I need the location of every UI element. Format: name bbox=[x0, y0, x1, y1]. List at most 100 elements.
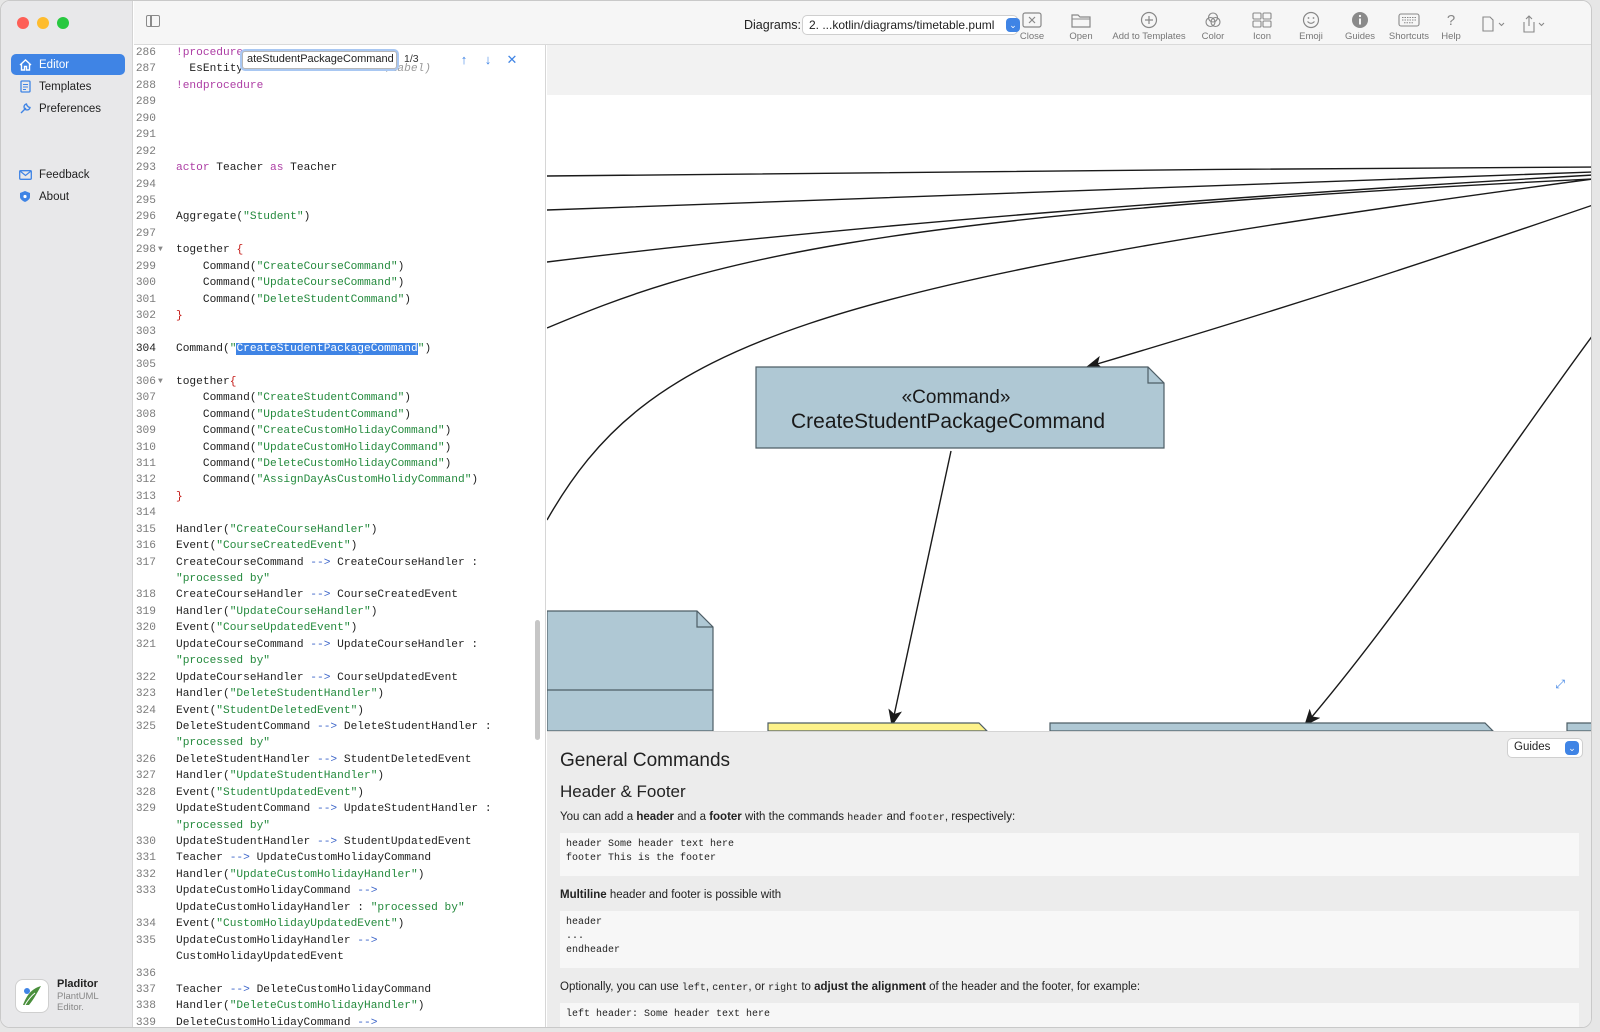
code-line[interactable]: 297 bbox=[134, 226, 545, 242]
code-line[interactable]: 300 Command("UpdateCourseCommand") bbox=[134, 275, 545, 291]
close-window-button[interactable] bbox=[17, 17, 29, 29]
icon-button[interactable]: Icon bbox=[1234, 9, 1290, 42]
window-controls bbox=[17, 17, 69, 29]
fold-toggle-icon[interactable]: ▼ bbox=[158, 376, 163, 386]
code-line[interactable]: 287 EsEntity$label) bbox=[134, 61, 545, 77]
help-button[interactable]: ? Help bbox=[1426, 9, 1476, 43]
code-line[interactable]: "processed by" bbox=[134, 735, 545, 751]
code-line[interactable]: 306▼together{ bbox=[134, 374, 545, 390]
line-number: 301 bbox=[135, 293, 156, 306]
code-line[interactable]: 313} bbox=[134, 489, 545, 505]
code-line[interactable]: 305 bbox=[134, 357, 545, 373]
code-line[interactable]: 311 Command("DeleteCustomHolidayCommand"… bbox=[134, 456, 545, 472]
share-button[interactable] bbox=[1514, 13, 1554, 35]
code-line[interactable]: 291 bbox=[134, 127, 545, 143]
code-line[interactable]: UpdateCustomHolidayHandler : "processed … bbox=[134, 900, 545, 916]
command-node-partial[interactable] bbox=[1049, 722, 1494, 731]
code-line[interactable]: 289 bbox=[134, 94, 545, 110]
aggregate-node[interactable] bbox=[547, 610, 714, 731]
code-line[interactable]: CustomHolidayUpdatedEvent bbox=[134, 949, 545, 965]
editor-scrollbar[interactable] bbox=[535, 620, 540, 740]
shortcuts-button[interactable]: Shortcuts bbox=[1381, 9, 1437, 42]
find-input[interactable]: ateStudentPackageCommand bbox=[242, 51, 397, 69]
sidebar-item-preferences[interactable]: Preferences bbox=[11, 98, 125, 119]
close-button[interactable]: Close bbox=[1004, 9, 1060, 42]
color-button[interactable]: Color bbox=[1185, 9, 1241, 42]
expand-preview-icon[interactable]: ⤢ bbox=[1555, 677, 1565, 691]
sidebar-item-templates[interactable]: Templates bbox=[11, 76, 125, 97]
code-line[interactable]: 308 Command("UpdateStudentCommand") bbox=[134, 407, 545, 423]
guides-selector[interactable]: Guides ⌄ bbox=[1507, 738, 1583, 758]
find-close-icon[interactable]: ✕ bbox=[506, 52, 518, 67]
code-line[interactable]: "processed by" bbox=[134, 571, 545, 587]
chevron-down-icon[interactable]: ⌄ bbox=[1006, 18, 1020, 32]
minimize-window-button[interactable] bbox=[37, 17, 49, 29]
code-line[interactable]: 303 bbox=[134, 324, 545, 340]
sidebar-item-editor[interactable]: Editor bbox=[11, 54, 125, 75]
code-line[interactable]: 292 bbox=[134, 144, 545, 160]
guides-button[interactable]: Guides bbox=[1332, 9, 1388, 42]
code-line[interactable]: 310 Command("UpdateCustomHolidayCommand"… bbox=[134, 440, 545, 456]
diagrams-select[interactable]: 2. ...kotlin/diagrams/timetable.puml bbox=[802, 15, 1018, 35]
code-line[interactable]: "processed by" bbox=[134, 653, 545, 669]
code-line[interactable]: 286!procedure bbox=[134, 45, 545, 61]
sidebar-item-about[interactable]: About bbox=[11, 186, 125, 207]
open-button[interactable]: Open bbox=[1053, 9, 1109, 42]
code-line[interactable]: 301 Command("DeleteStudentCommand") bbox=[134, 292, 545, 308]
handler-node[interactable] bbox=[767, 722, 988, 731]
fold-toggle-icon[interactable]: ▼ bbox=[158, 245, 163, 255]
document-menu-button[interactable] bbox=[1474, 13, 1514, 35]
code-line[interactable]: 312 Command("AssignDayAsCustomHolidyComm… bbox=[134, 472, 545, 488]
code-line[interactable]: 298▼together { bbox=[134, 242, 545, 258]
find-next-arrow-icon[interactable]: ↓ bbox=[484, 52, 492, 67]
code-line[interactable]: 336 bbox=[134, 966, 545, 982]
add-to-templates-button[interactable]: Add to Templates bbox=[1110, 9, 1188, 42]
node-partial-right[interactable] bbox=[1566, 722, 1591, 731]
code-line[interactable]: 299 Command("CreateCourseCommand") bbox=[134, 259, 545, 275]
code-line[interactable]: 309 Command("CreateCustomHolidayCommand"… bbox=[134, 423, 545, 439]
command-node[interactable]: «Command» CreateStudentPackageCommand bbox=[755, 366, 1165, 449]
emoji-button[interactable]: Emoji bbox=[1283, 9, 1339, 42]
find-previous-arrow-icon[interactable]: ↑ bbox=[460, 52, 468, 67]
zoom-window-button[interactable] bbox=[57, 17, 69, 29]
code-line[interactable]: 314 bbox=[134, 505, 545, 521]
diagram-preview[interactable]: «Command» CreateStudentPackageCommand ⤢ bbox=[547, 45, 1591, 731]
code-line[interactable]: 295 bbox=[134, 193, 545, 209]
code-line[interactable]: 290 bbox=[134, 111, 545, 127]
code-line[interactable]: 294 bbox=[134, 177, 545, 193]
sidebar-item-feedback[interactable]: Feedback bbox=[11, 164, 125, 185]
code-line[interactable]: 288!endprocedure bbox=[134, 78, 545, 94]
code-line[interactable]: "processed by" bbox=[134, 818, 545, 834]
code-line[interactable]: 307 Command("CreateStudentCommand") bbox=[134, 390, 545, 406]
code-line[interactable]: 302} bbox=[134, 308, 545, 324]
sidebar-toggle-icon[interactable] bbox=[146, 15, 160, 27]
